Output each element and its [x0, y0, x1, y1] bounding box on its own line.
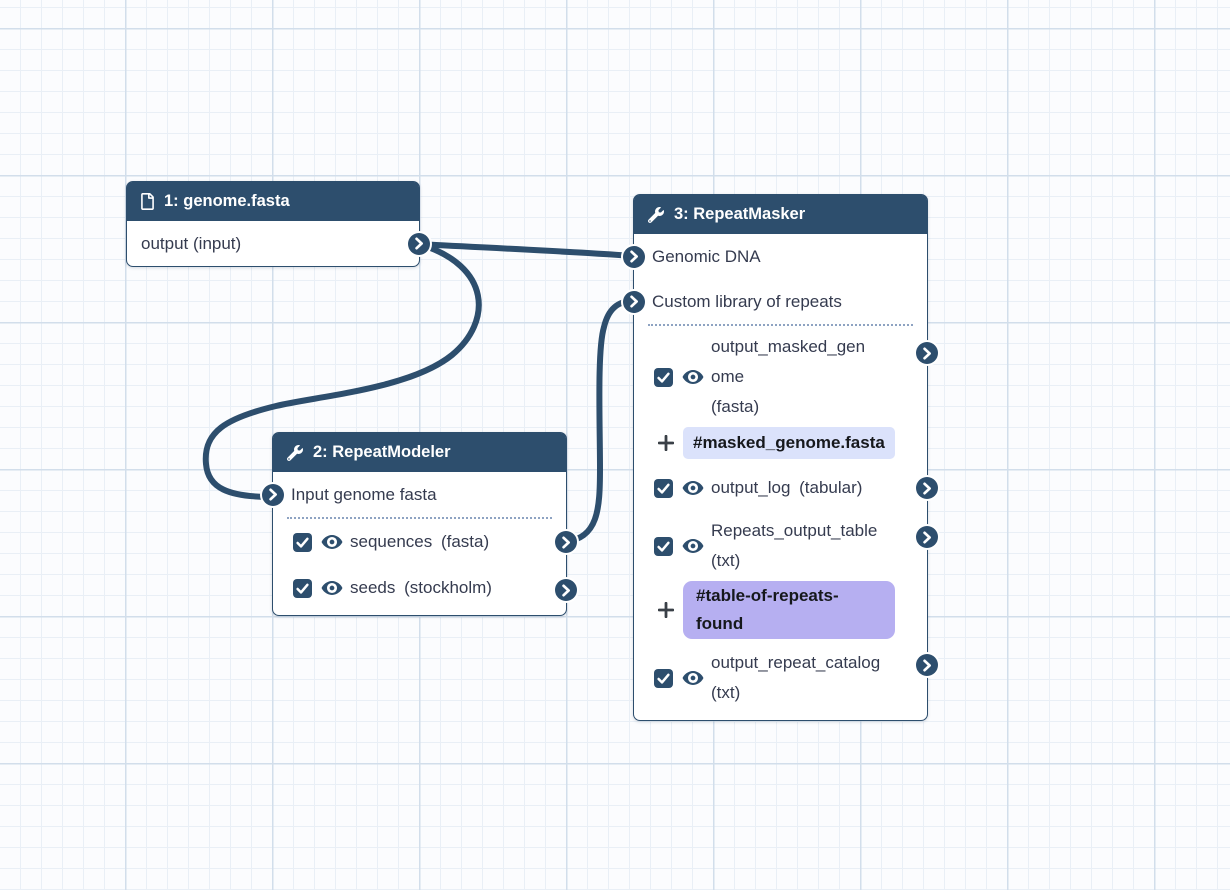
output-terminal[interactable] — [555, 579, 577, 601]
plus-icon[interactable] — [654, 602, 678, 618]
wrench-icon — [287, 444, 303, 461]
output-ext: (stockholm) — [404, 578, 492, 597]
connection-edge[interactable] — [416, 241, 636, 259]
output-ext: (fasta) — [711, 397, 760, 416]
node-repeatmasker[interactable]: 3: RepeatMasker Genomic DNA Custom libra… — [623, 194, 938, 721]
eye-icon[interactable] — [682, 369, 704, 385]
node-title: 1: genome.fasta — [164, 192, 290, 210]
output-row: Repeats_output_table (txt) — [634, 514, 938, 578]
output-label: Repeats_output_table (txt) — [711, 516, 883, 576]
output-tag[interactable]: #masked_genome.fasta — [683, 427, 895, 459]
eye-icon[interactable] — [682, 538, 704, 554]
output-row: output_log (tabular) — [634, 462, 938, 514]
visibility-checkbox[interactable] — [654, 367, 673, 387]
divider — [287, 517, 552, 519]
output-name: sequences — [350, 532, 433, 551]
output-name: output_log — [711, 478, 791, 497]
wrench-icon — [648, 206, 664, 223]
output-label: sequences (fasta) — [350, 527, 489, 557]
input-terminal[interactable] — [623, 290, 645, 313]
eye-icon[interactable] — [682, 480, 704, 496]
tag-row: #masked_genome.fasta — [634, 424, 927, 462]
output-terminal[interactable] — [916, 477, 938, 499]
node-header[interactable]: 3: RepeatMasker — [634, 195, 927, 234]
output-row: output_repeat_catalog (txt) — [634, 642, 938, 720]
visibility-checkbox[interactable] — [654, 536, 673, 556]
output-terminal[interactable] — [555, 531, 577, 553]
node-title: 3: RepeatMasker — [674, 205, 806, 223]
input-label: Genomic DNA — [652, 247, 761, 266]
visibility-checkbox[interactable] — [654, 668, 673, 688]
eye-icon[interactable] — [321, 534, 343, 550]
output-ext: (txt) — [711, 683, 741, 702]
output-row: output (input) — [127, 221, 430, 266]
output-name: output_masked_genome — [711, 337, 866, 386]
output-row: sequences (fasta) — [273, 519, 577, 565]
eye-icon[interactable] — [682, 670, 704, 686]
output-terminal[interactable] — [916, 342, 938, 364]
output-label: output_log (tabular) — [711, 473, 862, 503]
input-row: Genomic DNA — [623, 234, 927, 279]
output-name: output — [141, 234, 189, 253]
connection-edge[interactable] — [562, 298, 636, 545]
output-label: output_repeat_catalog (txt) — [711, 648, 883, 708]
output-label: seeds (stockholm) — [350, 573, 492, 603]
input-terminal[interactable] — [262, 483, 284, 506]
plus-icon[interactable] — [654, 435, 678, 451]
node-header[interactable]: 1: genome.fasta — [127, 182, 419, 221]
output-terminal[interactable] — [916, 526, 938, 548]
output-name: seeds — [350, 578, 396, 597]
input-row: Input genome fasta — [262, 472, 566, 517]
input-label: Custom library of repeats — [652, 292, 842, 311]
output-ext: (input) — [193, 234, 242, 253]
output-label: output_masked_genome (fasta) — [711, 332, 873, 422]
output-tag[interactable]: #table-of-repeats-found — [683, 581, 895, 639]
eye-icon[interactable] — [321, 580, 343, 596]
node-genome-fasta[interactable]: 1: genome.fasta output (input) — [126, 181, 430, 267]
output-ext: (tabular) — [799, 478, 863, 497]
visibility-checkbox[interactable] — [293, 532, 312, 552]
output-ext: (fasta) — [440, 532, 490, 551]
output-name: Repeats_output_table — [711, 521, 878, 540]
output-name: output_repeat_catalog — [711, 653, 881, 672]
output-ext: (txt) — [711, 551, 741, 570]
file-icon — [141, 193, 154, 210]
visibility-checkbox[interactable] — [654, 478, 673, 498]
node-title: 2: RepeatModeler — [313, 443, 451, 461]
input-row: Custom library of repeats — [623, 279, 927, 324]
input-label: Input genome fasta — [291, 485, 437, 504]
output-row: seeds (stockholm) — [273, 565, 577, 615]
visibility-checkbox[interactable] — [293, 578, 312, 598]
input-terminal[interactable] — [623, 245, 645, 268]
connection-edge[interactable] — [202, 241, 482, 500]
tag-row: #table-of-repeats-found — [634, 578, 927, 642]
node-repeatmodeler[interactable]: 2: RepeatModeler Input genome fasta sequ… — [262, 432, 577, 616]
output-terminal[interactable] — [408, 232, 430, 255]
output-row: output_masked_genome (fasta) — [634, 330, 938, 424]
node-header[interactable]: 2: RepeatModeler — [273, 433, 566, 472]
divider — [648, 324, 913, 326]
output-terminal[interactable] — [916, 654, 938, 676]
